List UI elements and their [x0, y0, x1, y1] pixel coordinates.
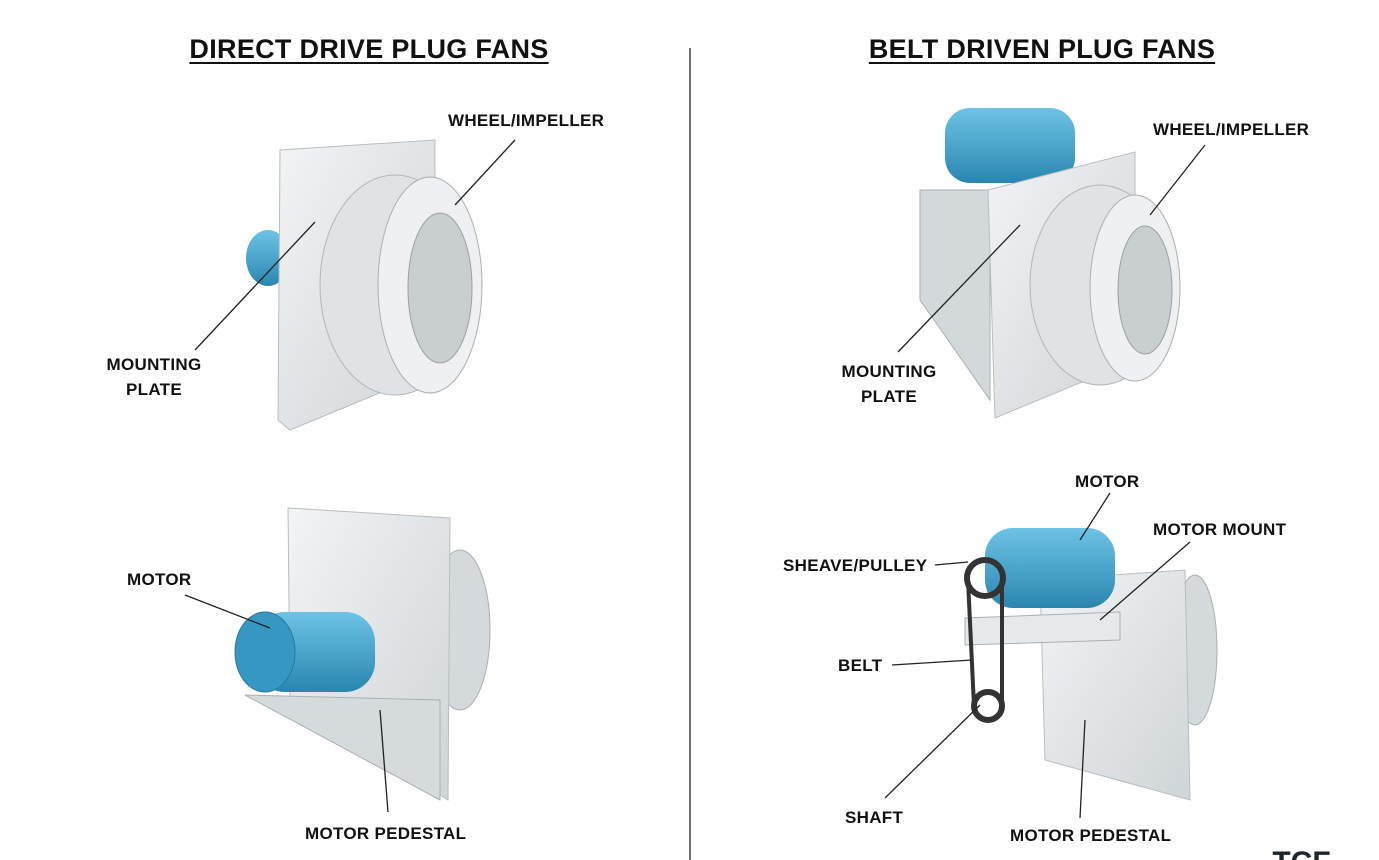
label-bd-wheel-impeller: WHEEL/IMPELLER	[1153, 120, 1310, 139]
label-bd-motor: MOTOR	[1075, 472, 1140, 491]
label-bd-motor-mount: MOTOR MOUNT	[1153, 520, 1287, 539]
leader-lines	[184, 139, 1206, 819]
label-bd-shaft: SHAFT	[845, 808, 904, 827]
label-line: MOUNTING	[841, 362, 937, 381]
label-bd-motor-pedestal: MOTOR PEDESTAL	[1010, 826, 1172, 845]
belt-driven-fan-rear-view	[964, 528, 1218, 801]
chevron-icon: »	[1255, 851, 1268, 860]
belt-driven-fan-front-view	[919, 108, 1181, 419]
label-bd-mounting-plate: MOUNTING PLATE	[834, 359, 944, 409]
logo-text: TCF	[1272, 846, 1330, 860]
belt-driven-title: BELT DRIVEN PLUG FANS	[868, 34, 1216, 64]
label-dd-motor: MOTOR	[127, 570, 192, 589]
label-bd-sheave-pulley: SHEAVE/PULLEY	[783, 556, 928, 575]
label-line: MOUNTING	[106, 355, 202, 374]
label-dd-motor-pedestal: MOTOR PEDESTAL	[305, 824, 467, 843]
direct-drive-title: DIRECT DRIVE PLUG FANS	[189, 34, 549, 64]
label-dd-wheel-impeller: WHEEL/IMPELLER	[448, 111, 605, 130]
direct-drive-fan-front-view	[246, 139, 483, 431]
label-bd-belt: BELT	[838, 656, 883, 675]
label-dd-mounting-plate: MOUNTING PLATE	[99, 352, 209, 402]
brand-logo: » TCF	[1255, 846, 1331, 860]
label-line: PLATE	[861, 387, 917, 406]
label-line: PLATE	[126, 380, 182, 399]
direct-drive-fan-rear-view	[234, 507, 491, 801]
